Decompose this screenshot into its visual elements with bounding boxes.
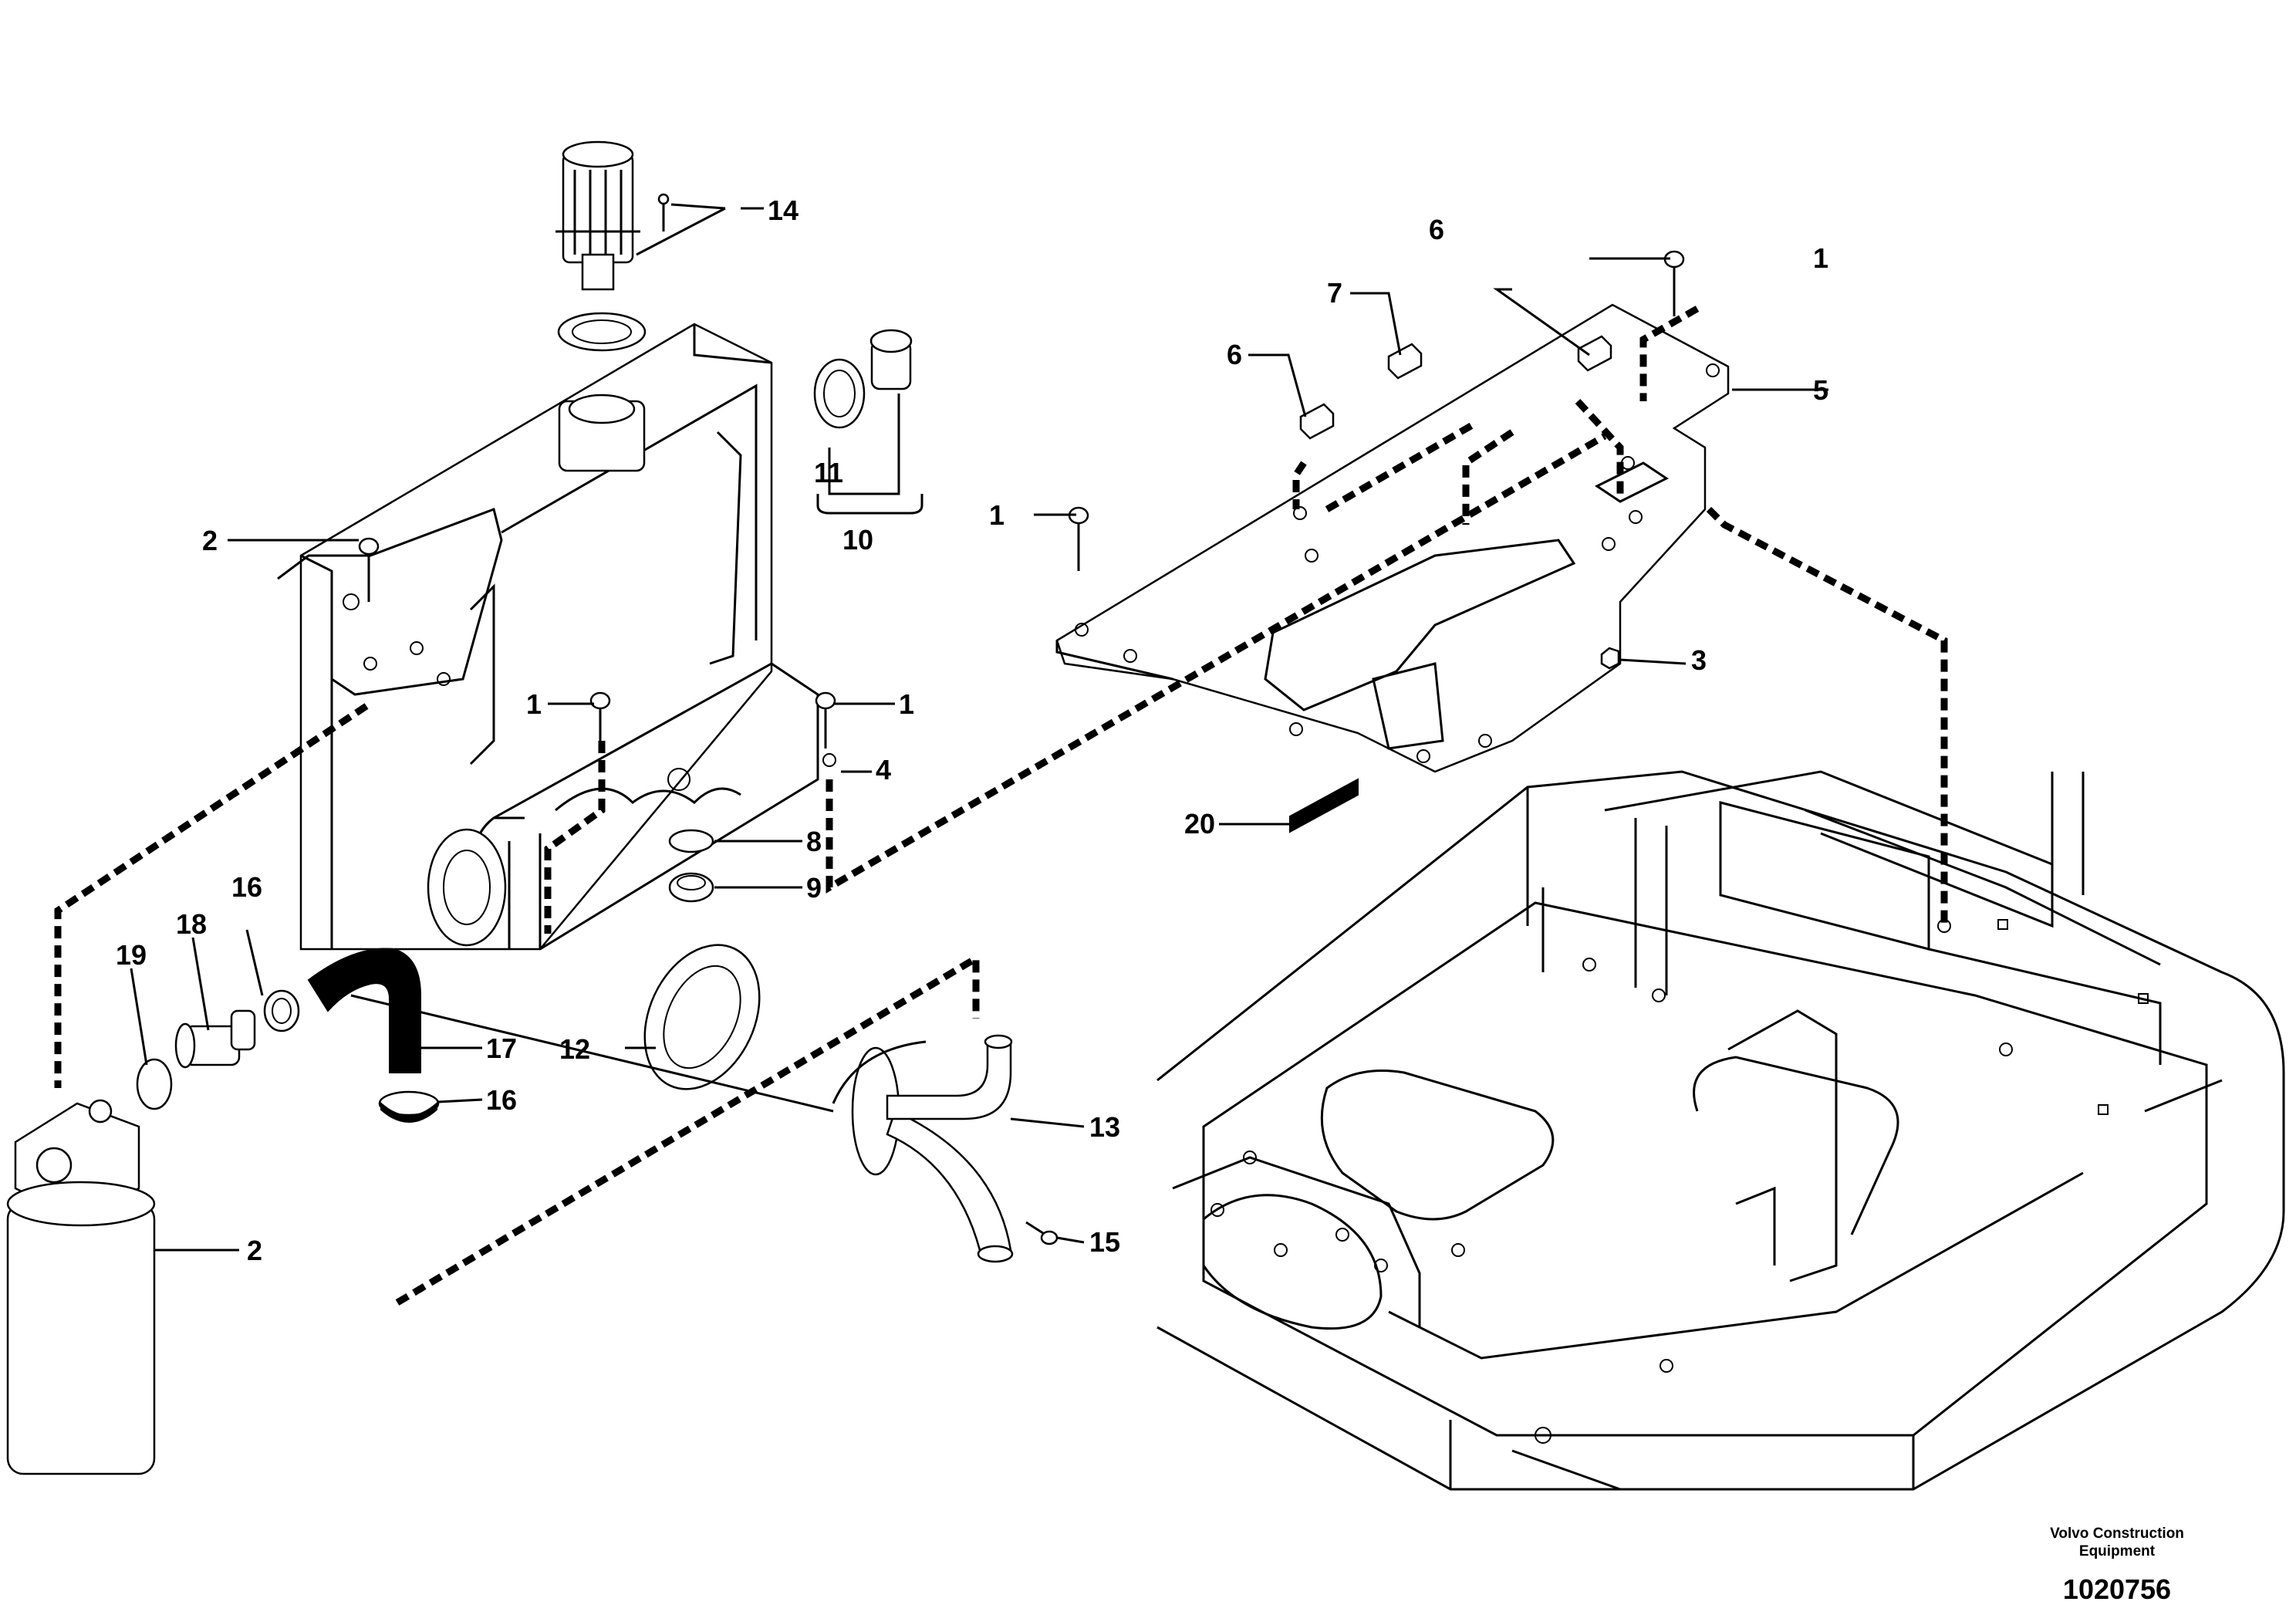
adapter-18: [174, 1009, 256, 1069]
label-16-lower: 16: [486, 1084, 517, 1116]
label-3: 3: [1691, 644, 1707, 676]
hose-clamp-lower: [378, 1090, 440, 1123]
filter-assembly: [6, 1099, 156, 1475]
clip-7: [1387, 343, 1423, 380]
label-2-tank: 2: [202, 525, 218, 556]
hydraulic-tank: [277, 323, 836, 951]
chassis-frame: [1156, 770, 2285, 1491]
label-9: 9: [806, 872, 822, 904]
gasket-12: [643, 944, 761, 1090]
breather-assembly: [555, 140, 670, 352]
label-15: 15: [1089, 1226, 1120, 1258]
label-4: 4: [876, 754, 891, 786]
screw-1-top-right: [1663, 250, 1685, 316]
label-1-tank-b: 1: [899, 688, 914, 720]
clip-6-a: [1299, 403, 1335, 440]
label-8: 8: [806, 826, 822, 857]
label-7: 7: [1327, 277, 1342, 309]
screw-1-plate-left: [1068, 506, 1089, 571]
label-1-tank-a: 1: [526, 688, 542, 720]
label-1-plate: 1: [989, 499, 1004, 531]
label-18: 18: [176, 908, 207, 940]
brand-line-2: Equipment: [2079, 1543, 2156, 1559]
label-10: 10: [842, 524, 873, 556]
cover-plate: [1055, 303, 1730, 773]
label-16-upper: 16: [231, 871, 262, 903]
screw-2-tank: [358, 537, 380, 602]
label-11: 11: [814, 457, 843, 488]
clip-6-b: [1577, 335, 1612, 372]
label-2-filter: 2: [247, 1235, 262, 1266]
rubber-strip-20: [1289, 778, 1359, 833]
label-14: 14: [768, 194, 799, 226]
document-number: 1020756: [2063, 1573, 2171, 1605]
seal-ring-8: [668, 829, 714, 853]
label-6-right: 6: [1429, 214, 1444, 245]
seal-19: [136, 1058, 173, 1110]
hose-17: [307, 948, 421, 1073]
screw-1-tank-b: [815, 691, 836, 748]
label-20: 20: [1184, 808, 1215, 840]
label-17: 17: [486, 1032, 517, 1064]
o-ring-11: [813, 358, 866, 429]
assembly-guide-lines: [54, 306, 1948, 1306]
label-12: 12: [559, 1033, 590, 1065]
label-1-top-right: 1: [1813, 242, 1828, 274]
plug-9: [668, 872, 714, 903]
plug-10: [869, 329, 913, 390]
hose-clamp-upper: [263, 989, 300, 1032]
label-6-left: 6: [1227, 339, 1242, 370]
leader-lines: [130, 203, 1828, 1252]
label-19: 19: [116, 939, 147, 971]
bolt-15: [1025, 1221, 1059, 1245]
screw-1-tank-a: [589, 691, 611, 741]
label-5: 5: [1813, 374, 1828, 406]
label-13: 13: [1089, 1111, 1120, 1143]
suction-pipe-13: [832, 1034, 1014, 1263]
callout-labels: 14 11 10 2 1 1 4 8 9 12 13 15 17 16 16 1…: [116, 194, 1828, 1266]
brand-line-1: Volvo Construction: [2050, 1526, 2184, 1542]
nut-3: [1600, 647, 1620, 670]
footer: Volvo Construction Equipment 1020756: [2050, 1526, 2184, 1605]
